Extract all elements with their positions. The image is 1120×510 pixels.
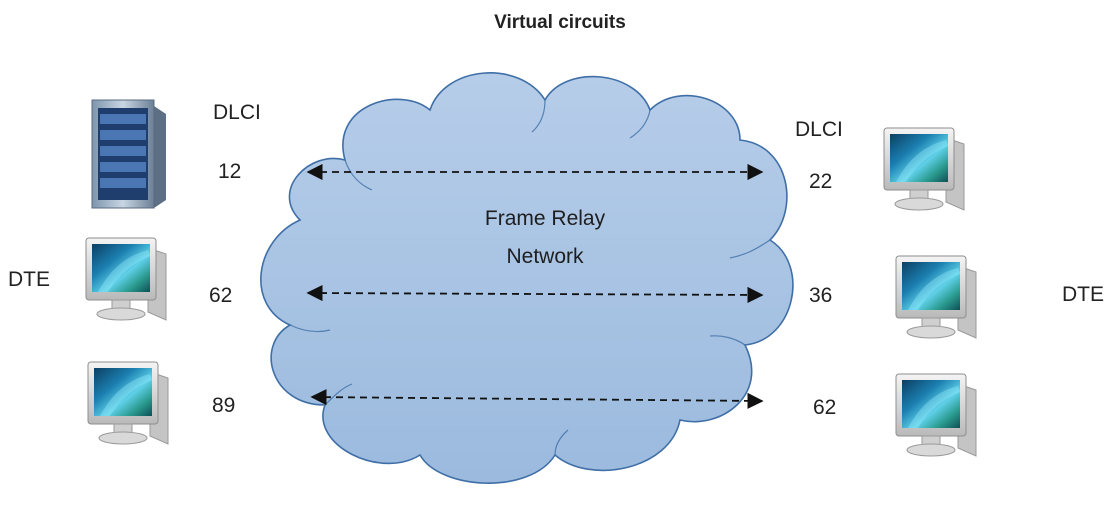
dlci-left-2: 62 [209, 284, 233, 307]
dlci-label-right: DLCI [795, 118, 843, 141]
circuit-arrow-2 [306, 284, 764, 304]
dlci-right-1: 22 [809, 170, 833, 193]
dte-label-right: DTE [1062, 283, 1104, 306]
dte-label-left: DTE [8, 268, 50, 291]
dlci-label-left: DLCI [213, 101, 261, 124]
monitor-icon [87, 361, 169, 445]
dlci-right-2: 36 [809, 284, 833, 307]
monitor-icon [895, 373, 977, 457]
cloud-label-line-2: Network [506, 245, 584, 268]
monitor-icon [883, 127, 965, 211]
dlci-left-3: 89 [212, 394, 236, 417]
cloud-label: Frame Relay Network [440, 200, 650, 276]
server-icon [91, 99, 166, 209]
circuit-arrow-3 [310, 389, 764, 409]
monitor-icon [85, 237, 167, 321]
monitor-icon [895, 255, 977, 339]
cloud-label-line-1: Frame Relay [484, 207, 606, 230]
diagram-title: Virtual circuits [494, 12, 626, 33]
dlci-right-3: 62 [813, 396, 837, 419]
dlci-left-1: 12 [218, 160, 242, 183]
frame-relay-cloud [260, 72, 794, 484]
